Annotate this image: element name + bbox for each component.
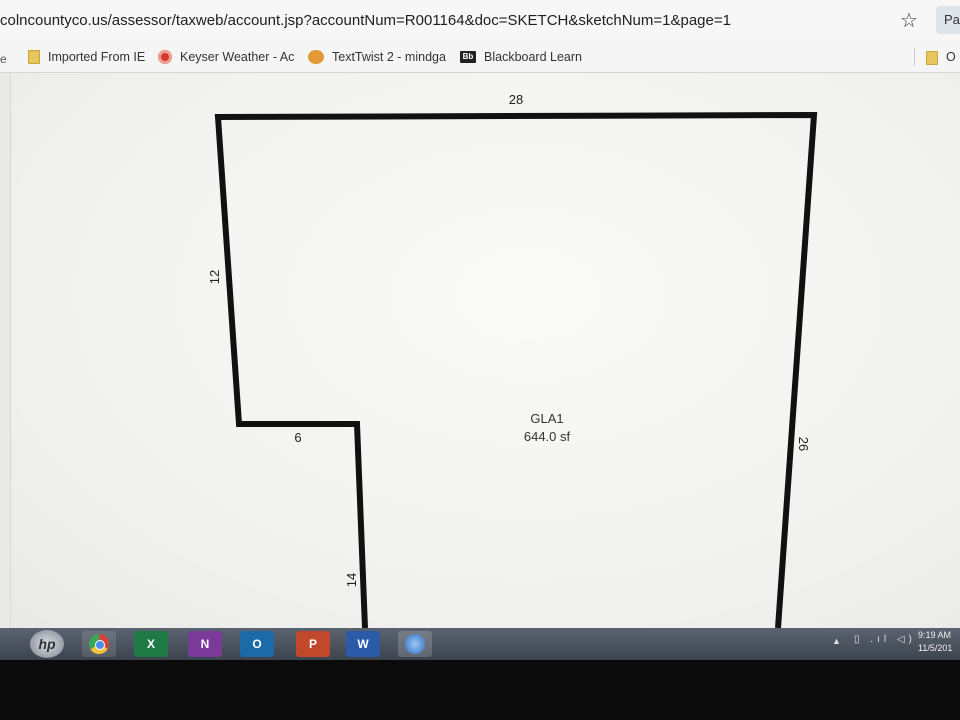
- dimension-top: 28: [509, 92, 523, 107]
- game-icon: [308, 50, 324, 64]
- hp-start-button[interactable]: hp: [30, 630, 64, 658]
- taskbar: hp X N O P W: [0, 628, 960, 660]
- bookmark-cut-off-text[interactable]: e: [0, 52, 7, 66]
- bookmark-star-icon[interactable]: ☆: [900, 10, 918, 32]
- dimension-right: 26: [796, 437, 811, 451]
- word-icon: W: [357, 637, 369, 651]
- profile-button[interactable]: Pa: [936, 6, 960, 34]
- other-bookmarks-label[interactable]: O: [946, 50, 956, 64]
- weather-icon: [158, 50, 172, 64]
- taskbar-excel[interactable]: X: [134, 631, 168, 657]
- onenote-icon: N: [200, 637, 210, 651]
- clock-time[interactable]: 9:19 AM: [918, 630, 952, 640]
- bookmarks-bar: e Imported From IE Keyser Weather - Ac T…: [0, 42, 960, 73]
- monitor-bezel: [0, 660, 960, 720]
- left-panel-edge: [0, 73, 11, 628]
- bookmark-label: Keyser Weather - Ac: [180, 50, 295, 64]
- taskbar-internet-explorer[interactable]: [398, 631, 432, 657]
- ie-icon: [405, 634, 425, 654]
- bookmark-label: TextTwist 2 - mindga: [332, 50, 446, 64]
- bookmark-keyser-weather[interactable]: Keyser Weather - Ac: [158, 48, 294, 66]
- clock-date[interactable]: 11/5/201: [918, 643, 953, 653]
- area-size: 644.0 sf: [524, 429, 571, 444]
- dimension-left-upper: 12: [207, 270, 222, 284]
- taskbar-word[interactable]: W: [346, 631, 380, 657]
- bookmark-label: Imported From IE: [48, 50, 146, 64]
- dimension-left-lower: 14: [344, 573, 359, 587]
- bookmark-blackboard-learn[interactable]: Bb Blackboard Learn: [460, 48, 582, 66]
- bookmark-imported-from-ie[interactable]: Imported From IE: [28, 48, 145, 66]
- taskbar-onenote[interactable]: N: [188, 631, 222, 657]
- taskbar-outlook[interactable]: O: [240, 631, 274, 657]
- area-name: GLA1: [530, 411, 563, 426]
- taskbar-chrome[interactable]: [82, 631, 116, 657]
- folder-icon: [28, 50, 40, 64]
- dimension-notch: 6: [294, 430, 301, 445]
- sketch-outline: [214, 111, 818, 629]
- bookmark-label: Blackboard Learn: [484, 50, 582, 64]
- bookmark-texttwist[interactable]: TextTwist 2 - mindga: [308, 48, 446, 66]
- screen: colncountyco.us/assessor/taxweb/account.…: [0, 0, 960, 660]
- outlook-icon: O: [252, 637, 262, 651]
- chrome-icon: [89, 634, 109, 654]
- taskbar-powerpoint[interactable]: P: [296, 631, 330, 657]
- bookmarks-separator: [914, 48, 915, 66]
- address-bar[interactable]: colncountyco.us/assessor/taxweb/account.…: [0, 0, 960, 43]
- tray-expand-icon[interactable]: ▲: [832, 636, 841, 646]
- blackboard-icon: Bb: [460, 51, 476, 63]
- powerpoint-icon: P: [308, 637, 317, 651]
- excel-icon: X: [146, 637, 155, 651]
- url-text[interactable]: colncountyco.us/assessor/taxweb/account.…: [0, 12, 731, 29]
- tray-status-icons[interactable]: ▯ .ıl ◁): [854, 634, 916, 645]
- folder-icon[interactable]: [926, 51, 938, 65]
- building-sketch: 28 12 6 14 26 GLA1 644.0 sf: [207, 92, 818, 629]
